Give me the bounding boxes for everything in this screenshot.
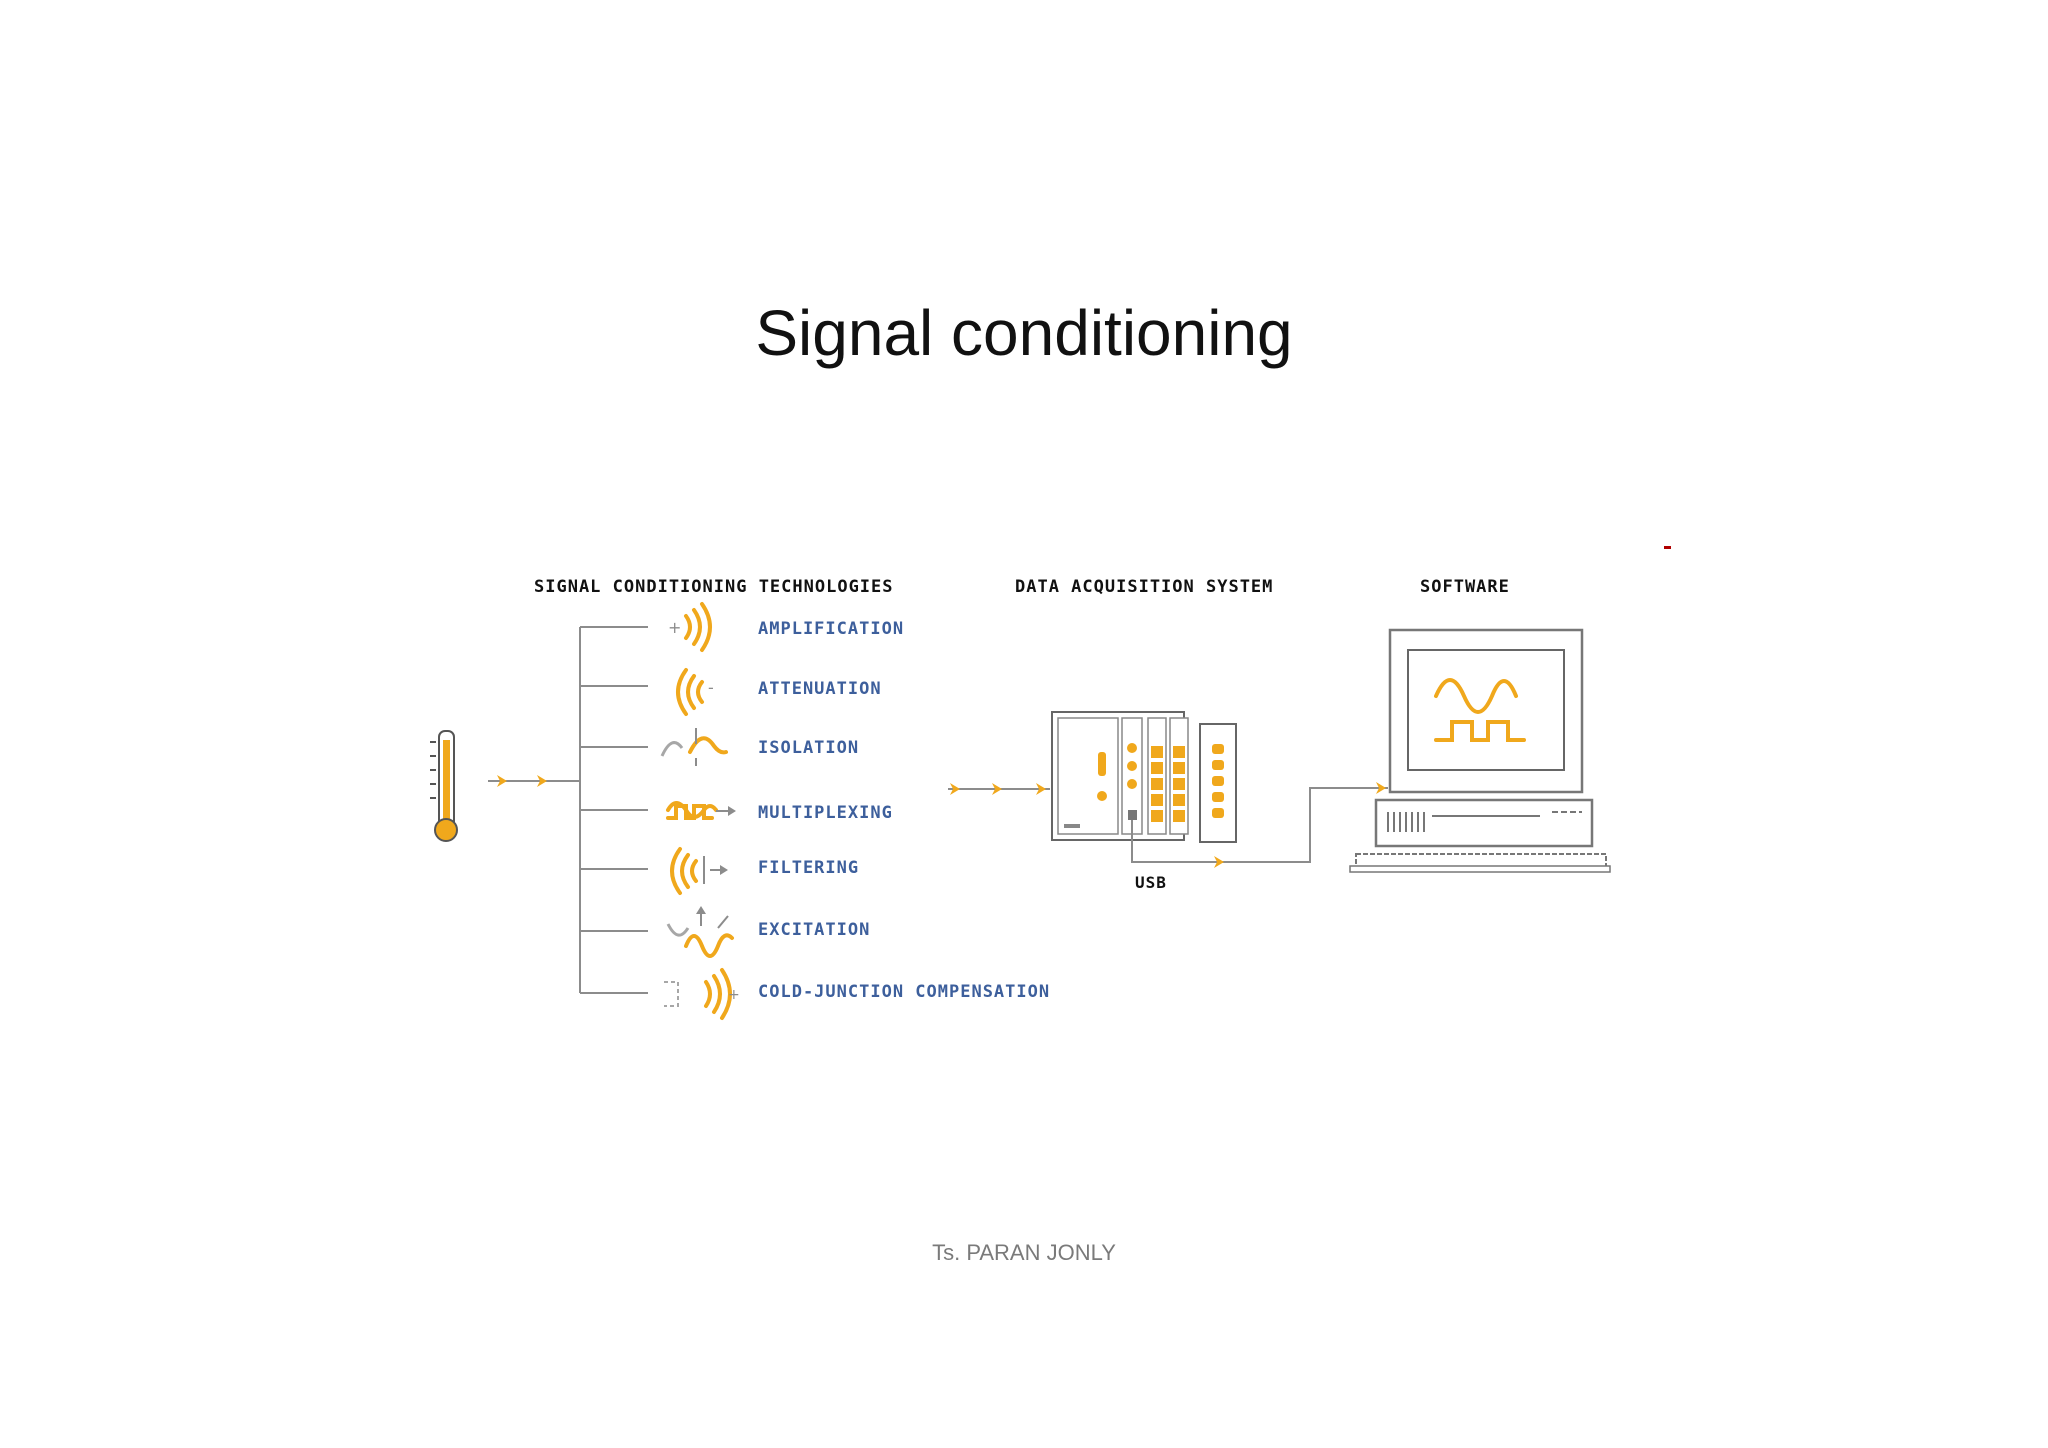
cold-junction-icon: +: [664, 968, 740, 1020]
usb-label: USB: [1135, 873, 1167, 892]
technology-tree-lines: [579, 626, 648, 994]
input-connector: [488, 775, 580, 787]
usb-connector: [1131, 782, 1388, 868]
daq-chassis-icon: [1051, 711, 1237, 843]
amplification-icon: +: [668, 602, 712, 652]
slide-title: Signal conditioning: [755, 297, 1293, 369]
red-dash-mark: [1664, 546, 1671, 549]
tech-label-filtering: FILTERING: [758, 858, 859, 878]
computer-icon: [1349, 628, 1611, 873]
multiplexing-icon: [666, 801, 736, 820]
thermometer-icon: [430, 730, 458, 842]
svg-text:+: +: [668, 618, 681, 637]
svg-text:+: +: [728, 987, 740, 1003]
tech-label-multiplexing: MULTIPLEXING: [758, 803, 893, 823]
attenuation-icon: -: [676, 668, 714, 716]
header-data-acquisition: DATA ACQUISITION SYSTEM: [1015, 577, 1273, 597]
filtering-icon: [670, 847, 728, 895]
excitation-icon: [666, 906, 734, 958]
daq-input-connector: [948, 783, 1050, 795]
tech-label-attenuation: ATTENUATION: [758, 679, 882, 699]
svg-text:-: -: [708, 678, 714, 697]
header-signal-conditioning: SIGNAL CONDITIONING TECHNOLOGIES: [534, 577, 894, 597]
tech-label-excitation: EXCITATION: [758, 920, 870, 940]
isolation-icon: [660, 728, 728, 766]
tech-label-isolation: ISOLATION: [758, 738, 859, 758]
header-software: SOFTWARE: [1420, 577, 1510, 597]
slide-footer: Ts. PARAN JONLY: [932, 1240, 1116, 1265]
tech-label-cold-junction: COLD-JUNCTION COMPENSATION: [758, 982, 1050, 1002]
tech-label-amplification: AMPLIFICATION: [758, 619, 904, 639]
